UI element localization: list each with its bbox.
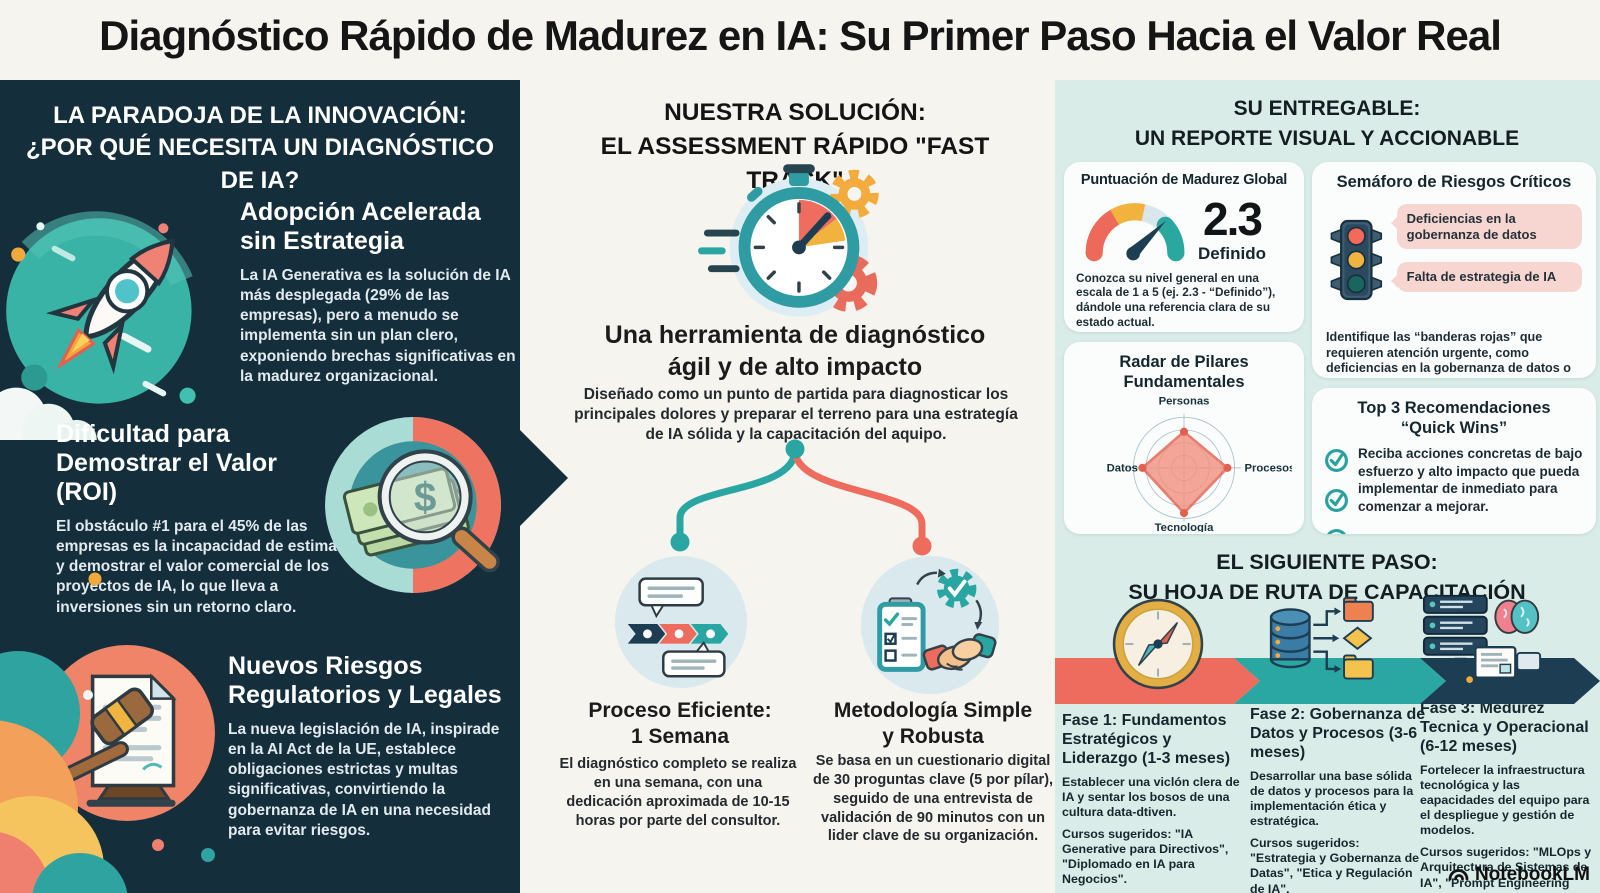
card-maturity-score: Puntuación de Madurez Global 2.3 Definid… <box>1064 162 1304 332</box>
maturity-score-label: Definido <box>1198 243 1266 263</box>
section-title: Dificultad para Demostrar el Valor (ROI) <box>56 420 277 506</box>
brand-label: NotebookLM <box>1474 864 1590 885</box>
maturity-score-value: 2.3 <box>1203 192 1263 245</box>
compass-icon <box>1112 598 1204 690</box>
decorative-blobs <box>0 572 215 893</box>
card-title: Puntuación de Madurez Global <box>1080 172 1288 188</box>
phase-body: Fortelecer la infraestructura tecnológic… <box>1420 762 1590 838</box>
phase2-arrow <box>1234 658 1446 704</box>
radar-axis-datos: Datos <box>1107 463 1138 475</box>
traffic-light-icon <box>1330 220 1383 301</box>
section-body: La IA Generativa es la solución de IA má… <box>240 267 516 385</box>
rocket-icon <box>0 211 196 440</box>
phase-3: Fase 3: Medurez Tecnica y Operacional (6… <box>1420 700 1594 893</box>
phase-1: Fase 1: Fundamentos Estratégicos y Lider… <box>1062 712 1246 888</box>
left-section-legal: Nuevos Riesgos Regulatorios y Legales La… <box>228 652 520 841</box>
page-title: Diagnóstico Rápido de Madurez en IA: Su … <box>99 12 1502 59</box>
phase-body: Desarrollar una base sólida de datos y p… <box>1250 768 1414 828</box>
maturity-gauge-icon <box>1085 202 1185 262</box>
gavel-document-icon <box>39 645 215 821</box>
phase-body: Establecer una viclón clera de IA y sent… <box>1062 774 1240 819</box>
section-body: El obstáculo #1 para el 45% de las empre… <box>56 518 343 616</box>
branch2-body: Se basa en un cuestionario digital de 30… <box>812 753 1054 845</box>
branch2-title: Metodología Simple y Robusta <box>833 699 1033 748</box>
timeline-chat-icon <box>614 555 748 689</box>
left-section-roi: Dificultad para Demostrar el Valor (ROI)… <box>56 420 352 618</box>
solution-description: Diseñado como un punto de partida para d… <box>574 386 1018 444</box>
phase-title: Fase 1: Fundamentos Estratégicos y Lider… <box>1062 712 1231 767</box>
left-panel-header: LA PARADOJA DE LA INNOVACIÓN: ¿POR QUÉ N… <box>25 102 495 194</box>
card-quick-wins: Top 3 Recomendaciones “Quick Wins” Recib… <box>1312 388 1596 534</box>
left-panel-problems: LA PARADOJA DE LA INNOVACIÓN: ¿POR QUÉ N… <box>0 80 568 893</box>
check-list <box>1324 448 1349 534</box>
card-body: Reciba acciones concretas de bajo esfuer… <box>1358 446 1583 514</box>
left-section-adoption: Adopción Acelerada sin Estrategia La IA … <box>240 198 518 387</box>
notebooklm-logo-icon <box>1448 869 1469 881</box>
phase-courses: Cursos sugeridos: "IA Generative para Di… <box>1062 827 1229 887</box>
card-title: Semáforo de Riesgos Críticos <box>1336 173 1572 191</box>
phase-courses: Cursos sugeridos: "MLOps y Arquitectura … <box>1420 845 1592 893</box>
section-title: Nuevos Riesgos Regulatorios y Legales <box>228 652 502 709</box>
phase-courses: Cursos sugeridos: "Estrategia y Gobernan… <box>1250 836 1420 893</box>
check-circle-icon <box>1325 489 1348 513</box>
card-title: Top 3 Recomendaciones “Quick Wins” <box>1357 399 1551 438</box>
data-flow-icon <box>1269 596 1374 680</box>
card-risk-traffic-light: Semáforo de Riesgos Críticos Deficiencia… <box>1312 162 1596 378</box>
card-body: Conozca su nivel general en una escala d… <box>1076 270 1276 329</box>
branch-connector <box>670 439 932 556</box>
checklist-handshake-icon <box>860 555 1000 695</box>
card-pillar-radar: Radar de Pilares Fundamentales Personas … <box>1064 342 1304 534</box>
check-circle-icon <box>1325 449 1348 473</box>
stopwatch-gears-icon <box>698 164 879 317</box>
section-body: La nueva legislación de IA, inspirade en… <box>228 721 500 839</box>
radar-axis-personas: Personas <box>1159 396 1210 408</box>
radar-chart: Personas Procesos Tecnología Datos <box>1107 396 1296 534</box>
next-step-header: EL SIGUIENTE PASO: SU HOJA DE RUTA DE CA… <box>1128 550 1526 604</box>
risk-callout: Falta de estrategia de IA <box>1390 262 1582 292</box>
card-title: Radar de Pilares Fundamentales <box>1119 353 1249 392</box>
card-body: Identifique las “banderas rojas” que req… <box>1326 330 1571 378</box>
right-panel-header: SU ENTREGABLE: UN REPORTE VISUAL Y ACCIO… <box>1134 97 1520 150</box>
check-circle-icon <box>1327 529 1346 534</box>
phase-title: Fase 3: Medurez Tecnica y Operacional (6… <box>1420 700 1589 755</box>
phase-title: Fase 2: Gobernanza de Datos y Procesos (… <box>1250 706 1426 761</box>
servers-brain-icon <box>1422 594 1542 683</box>
radar-axis-tecnologia: Tecnología <box>1155 522 1214 532</box>
section-title: Adopción Acelerada sin Estrategia <box>240 198 481 255</box>
dollar-glyph: $ <box>414 474 437 520</box>
solution-subtitle: Una herramienta de diagnóstico ágil y de… <box>604 321 986 381</box>
notebooklm-brand: NotebookLM <box>1446 863 1590 887</box>
branch1-title: Proceso Eficiente: 1 Semana <box>588 699 772 748</box>
branch1-body: El diagnóstico completo se realiza en un… <box>559 756 797 829</box>
risk-callout: Deficiencias en la gobernanza de datos <box>1390 204 1582 250</box>
phase-2: Fase 2: Gobernanza de Datos y Procesos (… <box>1250 706 1428 893</box>
radar-axis-procesos: Procesos <box>1245 463 1292 475</box>
magnifier-money-icon: $ <box>325 417 501 593</box>
